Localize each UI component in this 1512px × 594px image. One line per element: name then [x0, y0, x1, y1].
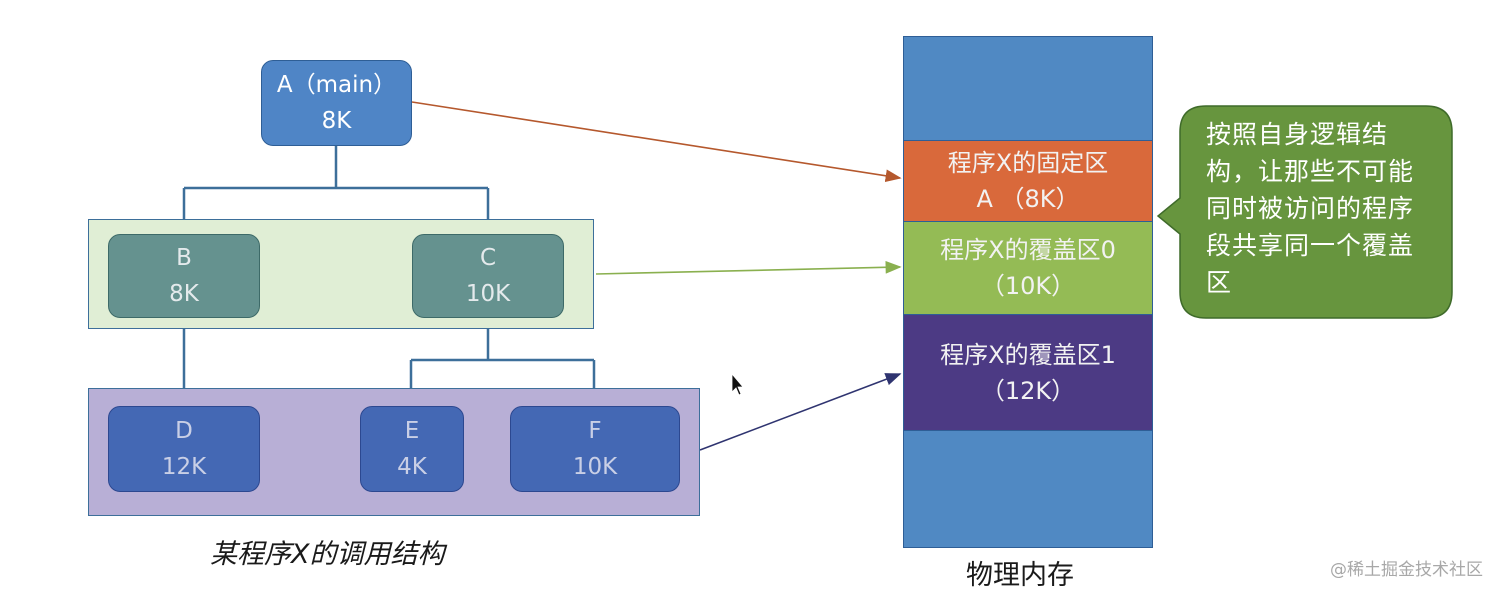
arrow-to-fixed-area — [411, 101, 902, 183]
edge-a-bc — [182, 146, 490, 234]
call-structure-caption: 某程序X的调用结构 — [210, 539, 445, 570]
node-a-main: A（main） 8K — [261, 60, 412, 146]
memory-overlay-0: 程序X的覆盖区0 （10K） — [904, 222, 1152, 315]
node-c: C 10K — [412, 234, 564, 318]
physical-memory-caption: 物理内存 — [966, 560, 1074, 591]
node-b: B 8K — [108, 234, 260, 318]
memory-overlay0-size: （10K） — [980, 272, 1076, 300]
callout-text: 按照自身逻辑结构，让那些不可能同时被访问的程序段共享同一个覆盖区 — [1206, 120, 1415, 297]
physical-memory: 程序X的固定区 A （8K） 程序X的覆盖区0 （10K） 程序X的覆盖区1 （… — [903, 36, 1153, 548]
memory-overlay0-label: 程序X的覆盖区0 — [940, 236, 1116, 264]
node-f: F 10K — [510, 406, 680, 492]
node-a-size: 8K — [321, 108, 352, 134]
memory-overlay1-label: 程序X的覆盖区1 — [940, 340, 1116, 369]
node-c-size: 10K — [465, 281, 511, 307]
memory-overlay-1: 程序X的覆盖区1 （12K） — [904, 315, 1152, 431]
node-e: E 4K — [360, 406, 464, 492]
node-e-size: 4K — [397, 454, 427, 480]
memory-fixed-size: A （8K） — [976, 185, 1080, 213]
node-d: D 12K — [108, 406, 260, 492]
memory-fixed-area: 程序X的固定区 A （8K） — [904, 140, 1152, 222]
arrow-to-overlay-1 — [699, 373, 902, 451]
node-a-name: A（main） — [276, 72, 397, 98]
callout-bubble — [1156, 105, 1453, 319]
node-d-name: D — [175, 418, 193, 444]
arrow-to-overlay-0 — [595, 260, 902, 275]
node-e-name: E — [404, 418, 420, 444]
node-f-name: F — [588, 418, 602, 444]
cursor-icon — [731, 372, 744, 396]
node-b-size: 8K — [169, 281, 199, 307]
node-b-name: B — [176, 245, 192, 271]
node-f-size: 10K — [572, 454, 618, 480]
edge-c-ef — [409, 318, 596, 406]
node-c-name: C — [479, 245, 497, 271]
memory-overlay1-size: （12K） — [980, 376, 1076, 405]
watermark: @稀土掘金技术社区 — [1330, 560, 1483, 580]
node-d-size: 12K — [161, 454, 207, 480]
memory-fixed-label: 程序X的固定区 — [947, 149, 1109, 177]
